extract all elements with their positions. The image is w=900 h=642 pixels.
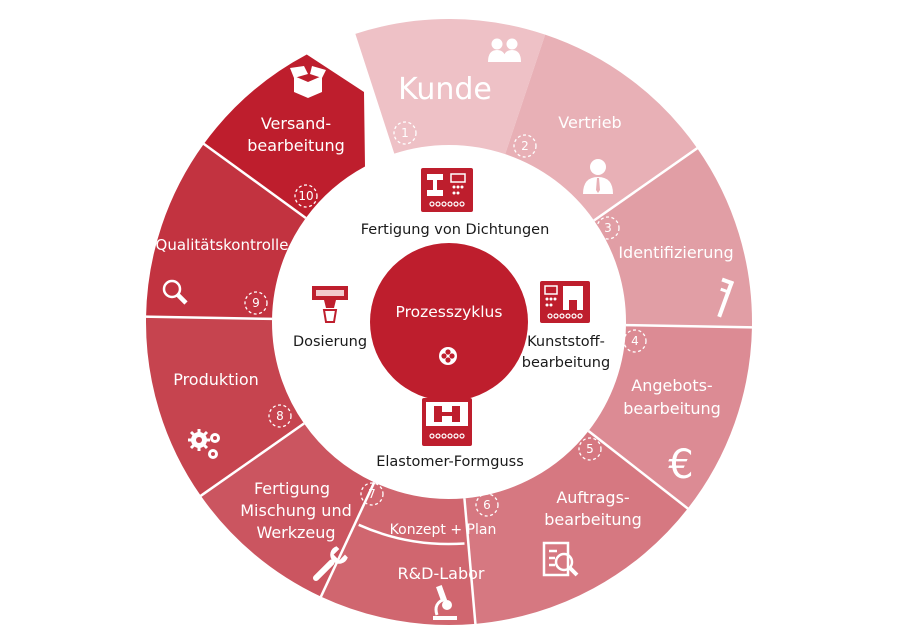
dashed-circle	[294, 184, 318, 208]
step-number: 9	[252, 296, 260, 310]
dashed-circle	[244, 291, 268, 315]
document-search-icon	[542, 541, 579, 577]
label-kunststoff-1: Kunststoff-	[527, 334, 605, 350]
label-auftrag-2: bearbeitung	[544, 510, 642, 529]
segment-auftrag	[464, 430, 688, 624]
label-rnd-labor: R&D-Labor	[398, 564, 485, 583]
step-number-badge: 5	[578, 437, 602, 461]
step-number: 8	[276, 409, 284, 423]
microscope-icon	[433, 585, 457, 620]
step-number: 7	[368, 487, 376, 501]
segment-vertrieb	[505, 34, 698, 221]
molding-press-icon	[422, 398, 472, 446]
rnd-sub-divider	[358, 523, 465, 546]
dosing-icon	[312, 286, 348, 323]
caliper-icon	[717, 277, 735, 318]
step-number-badge: 10	[294, 184, 318, 208]
label-kunde: Kunde	[398, 72, 492, 107]
label-versand-2: bearbeitung	[247, 136, 345, 155]
step-number-badge: 2	[513, 134, 537, 158]
center-circle	[370, 243, 528, 401]
segment-divider	[587, 429, 691, 511]
label-vertrieb: Vertrieb	[558, 113, 621, 132]
people-icon	[488, 38, 521, 62]
step-number-badge: 1	[393, 121, 417, 145]
segment-divider	[144, 315, 273, 321]
label-angebot-2: bearbeitung	[623, 399, 721, 418]
step-number: 5	[586, 442, 594, 456]
dashed-circle	[513, 134, 537, 158]
dashed-circle	[475, 493, 499, 517]
dashed-circle	[360, 482, 384, 506]
step-number-badge: 9	[244, 291, 268, 315]
label-angebot-1: Angebots-	[631, 376, 712, 395]
step-number: 10	[298, 189, 313, 203]
dashed-circle	[596, 216, 620, 240]
businessman-icon	[583, 159, 613, 194]
seal-machine-icon	[421, 168, 473, 212]
label-qualitaet: Qualitätskontrolle	[156, 236, 289, 254]
magnifier-icon	[162, 279, 188, 305]
label-versand-1: Versand-	[261, 114, 331, 133]
segment-qualitaet	[146, 143, 306, 319]
dashed-circle	[623, 329, 647, 353]
step-number: 4	[631, 334, 639, 348]
box-icon	[290, 66, 326, 98]
step-number: 1	[401, 126, 409, 140]
label-elastomer-formguss: Elastomer-Formguss	[376, 454, 524, 470]
label-konzept-plan: Konzept + Plan	[390, 522, 497, 538]
segment-rnd	[320, 482, 476, 625]
step-number-badge: 6	[475, 493, 499, 517]
label-kunststoff-2: bearbeitung	[522, 355, 610, 371]
segment-divider	[198, 422, 305, 498]
label-fertigung-2: Mischung und	[240, 501, 351, 520]
segment-versand	[203, 54, 365, 218]
segment-divider	[318, 481, 376, 599]
step-number-badge: 3	[596, 216, 620, 240]
step-number-badge: 4	[623, 329, 647, 353]
dashed-circle	[578, 437, 602, 461]
step-number: 3	[604, 221, 612, 235]
label-identifizierung: Identifizierung	[618, 243, 733, 262]
step-number: 2	[521, 139, 529, 153]
label-fertigung-3: Werkzeug	[256, 523, 335, 542]
label-dosierung: Dosierung	[293, 334, 367, 350]
gears-icon	[188, 429, 220, 459]
label-fertigung-1: Fertigung	[254, 479, 330, 498]
step-number: 6	[483, 498, 491, 512]
flower-icon	[439, 347, 457, 365]
segment-divider	[593, 146, 700, 222]
segment-divider	[463, 498, 477, 626]
wrench-icon	[312, 546, 348, 582]
segment-divider	[625, 323, 754, 329]
label-produktion: Produktion	[173, 370, 259, 389]
step-number-badge: 7	[360, 482, 384, 506]
plastic-machine-icon	[540, 281, 590, 323]
dashed-circle	[393, 121, 417, 145]
label-fertigung-dichtungen: Fertigung von Dichtungen	[361, 222, 550, 238]
center-title: Prozesszyklus	[396, 303, 503, 321]
dashed-circle	[268, 404, 292, 428]
segment-divider	[201, 141, 307, 219]
step-number-badge: 8	[268, 404, 292, 428]
label-auftrag-1: Auftrags-	[556, 488, 629, 507]
euro-icon: €	[668, 442, 693, 488]
